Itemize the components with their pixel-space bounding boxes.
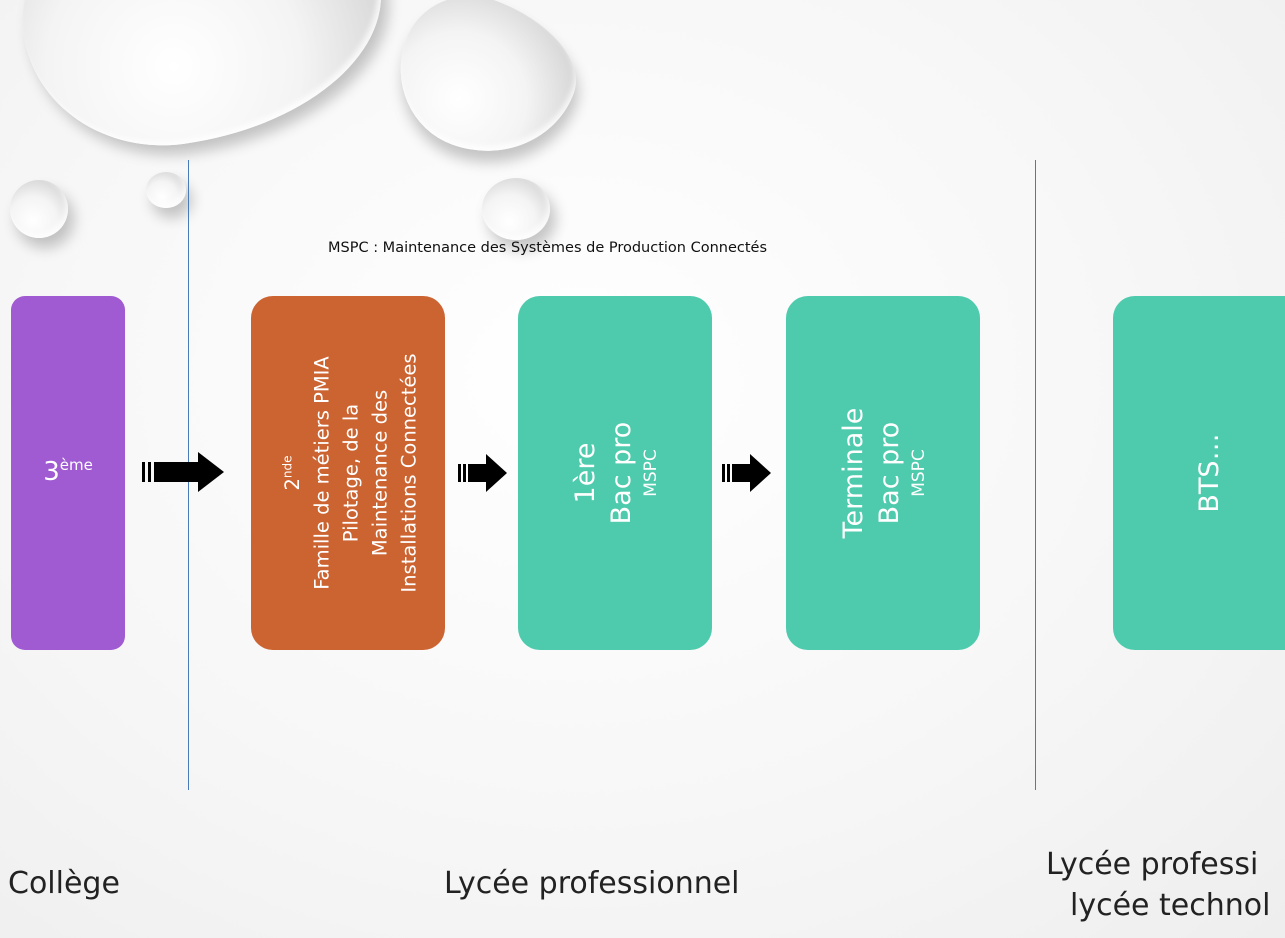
terminale-line-3: MSPC xyxy=(909,449,929,497)
premiere-line-2: Bac pro xyxy=(606,421,637,525)
label-college: Collège xyxy=(8,866,120,901)
separator-lycee-superieur xyxy=(1035,160,1036,790)
seconde-line-2: Pilotage, de la xyxy=(338,403,362,543)
seconde-line-4: Installations Connectées xyxy=(396,353,420,593)
troisieme-label: 3 xyxy=(43,457,60,487)
seconde-line-1: Famille de métiers PMIA xyxy=(309,356,333,590)
arrow-right-icon xyxy=(142,452,224,492)
label-lycee-professionnel: Lycée professionnel xyxy=(444,866,740,901)
arrow-right-icon xyxy=(458,454,507,492)
box-troisieme: 3ème xyxy=(11,296,125,650)
seconde-title: 2 xyxy=(280,478,304,491)
premiere-line-3: MSPC xyxy=(641,449,661,497)
box-bts: BTS… xyxy=(1113,296,1285,650)
troisieme-sup: ème xyxy=(59,456,93,474)
seconde-line-3: Maintenance des xyxy=(367,389,391,557)
label-lycee-pro-techno-line-2: lycée technol xyxy=(1070,888,1271,923)
water-drop-small-decoration xyxy=(10,180,68,238)
label-lycee-pro-techno-line-1: Lycée professi xyxy=(1046,847,1259,882)
box-premiere: 1ère Bac pro MSPC xyxy=(518,296,712,650)
terminale-line-1: Terminale xyxy=(838,407,869,539)
water-drop-center-decoration xyxy=(482,178,550,240)
water-drop-tiny-decoration xyxy=(146,172,186,208)
terminale-line-2: Bac pro xyxy=(874,421,905,525)
box-seconde: 2nde Famille de métiers PMIA Pilotage, d… xyxy=(251,296,445,650)
arrow-right-icon xyxy=(722,454,771,492)
bts-label: BTS… xyxy=(1194,433,1225,513)
seconde-title-sup: nde xyxy=(280,455,295,479)
water-drop-large-decoration xyxy=(5,0,399,164)
box-terminale: Terminale Bac pro MSPC xyxy=(786,296,980,650)
mspc-definition-text: MSPC : Maintenance des Systèmes de Produ… xyxy=(328,240,768,256)
premiere-line-1: 1ère xyxy=(570,442,601,504)
water-drop-medium-decoration xyxy=(377,0,595,178)
